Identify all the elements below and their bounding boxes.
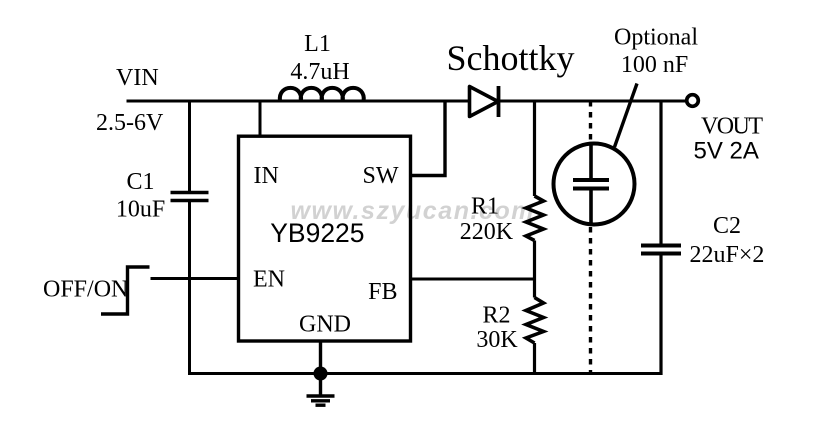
svg-text:5V 2A: 5V 2A (694, 138, 759, 165)
svg-text:VIN: VIN (116, 65, 159, 91)
svg-text:22uF×2: 22uF×2 (690, 242, 765, 268)
svg-text:SW: SW (363, 163, 399, 189)
svg-text:C1: C1 (126, 169, 154, 195)
svg-text:10uF: 10uF (116, 197, 165, 223)
svg-text:OFF/ON: OFF/ON (43, 277, 128, 303)
svg-text:4.7uH: 4.7uH (290, 59, 349, 85)
svg-text:2.5-6V: 2.5-6V (96, 110, 164, 136)
svg-text:30K: 30K (476, 327, 518, 353)
svg-text:Optional: Optional (614, 25, 698, 51)
svg-text:R2: R2 (482, 302, 510, 328)
svg-text:EN: EN (253, 266, 285, 292)
svg-text:YB9225: YB9225 (270, 218, 364, 248)
svg-text:C2: C2 (713, 213, 741, 239)
svg-text:Schottky: Schottky (446, 38, 574, 78)
svg-text:GND: GND (299, 311, 351, 337)
svg-text:IN: IN (254, 163, 279, 189)
svg-text:L1: L1 (304, 31, 331, 57)
svg-text:220K: 220K (460, 219, 514, 245)
svg-text:VOUT: VOUT (701, 113, 763, 139)
svg-text:FB: FB (368, 279, 397, 305)
svg-text:100 nF: 100 nF (621, 52, 688, 78)
svg-text:R1: R1 (471, 193, 499, 219)
